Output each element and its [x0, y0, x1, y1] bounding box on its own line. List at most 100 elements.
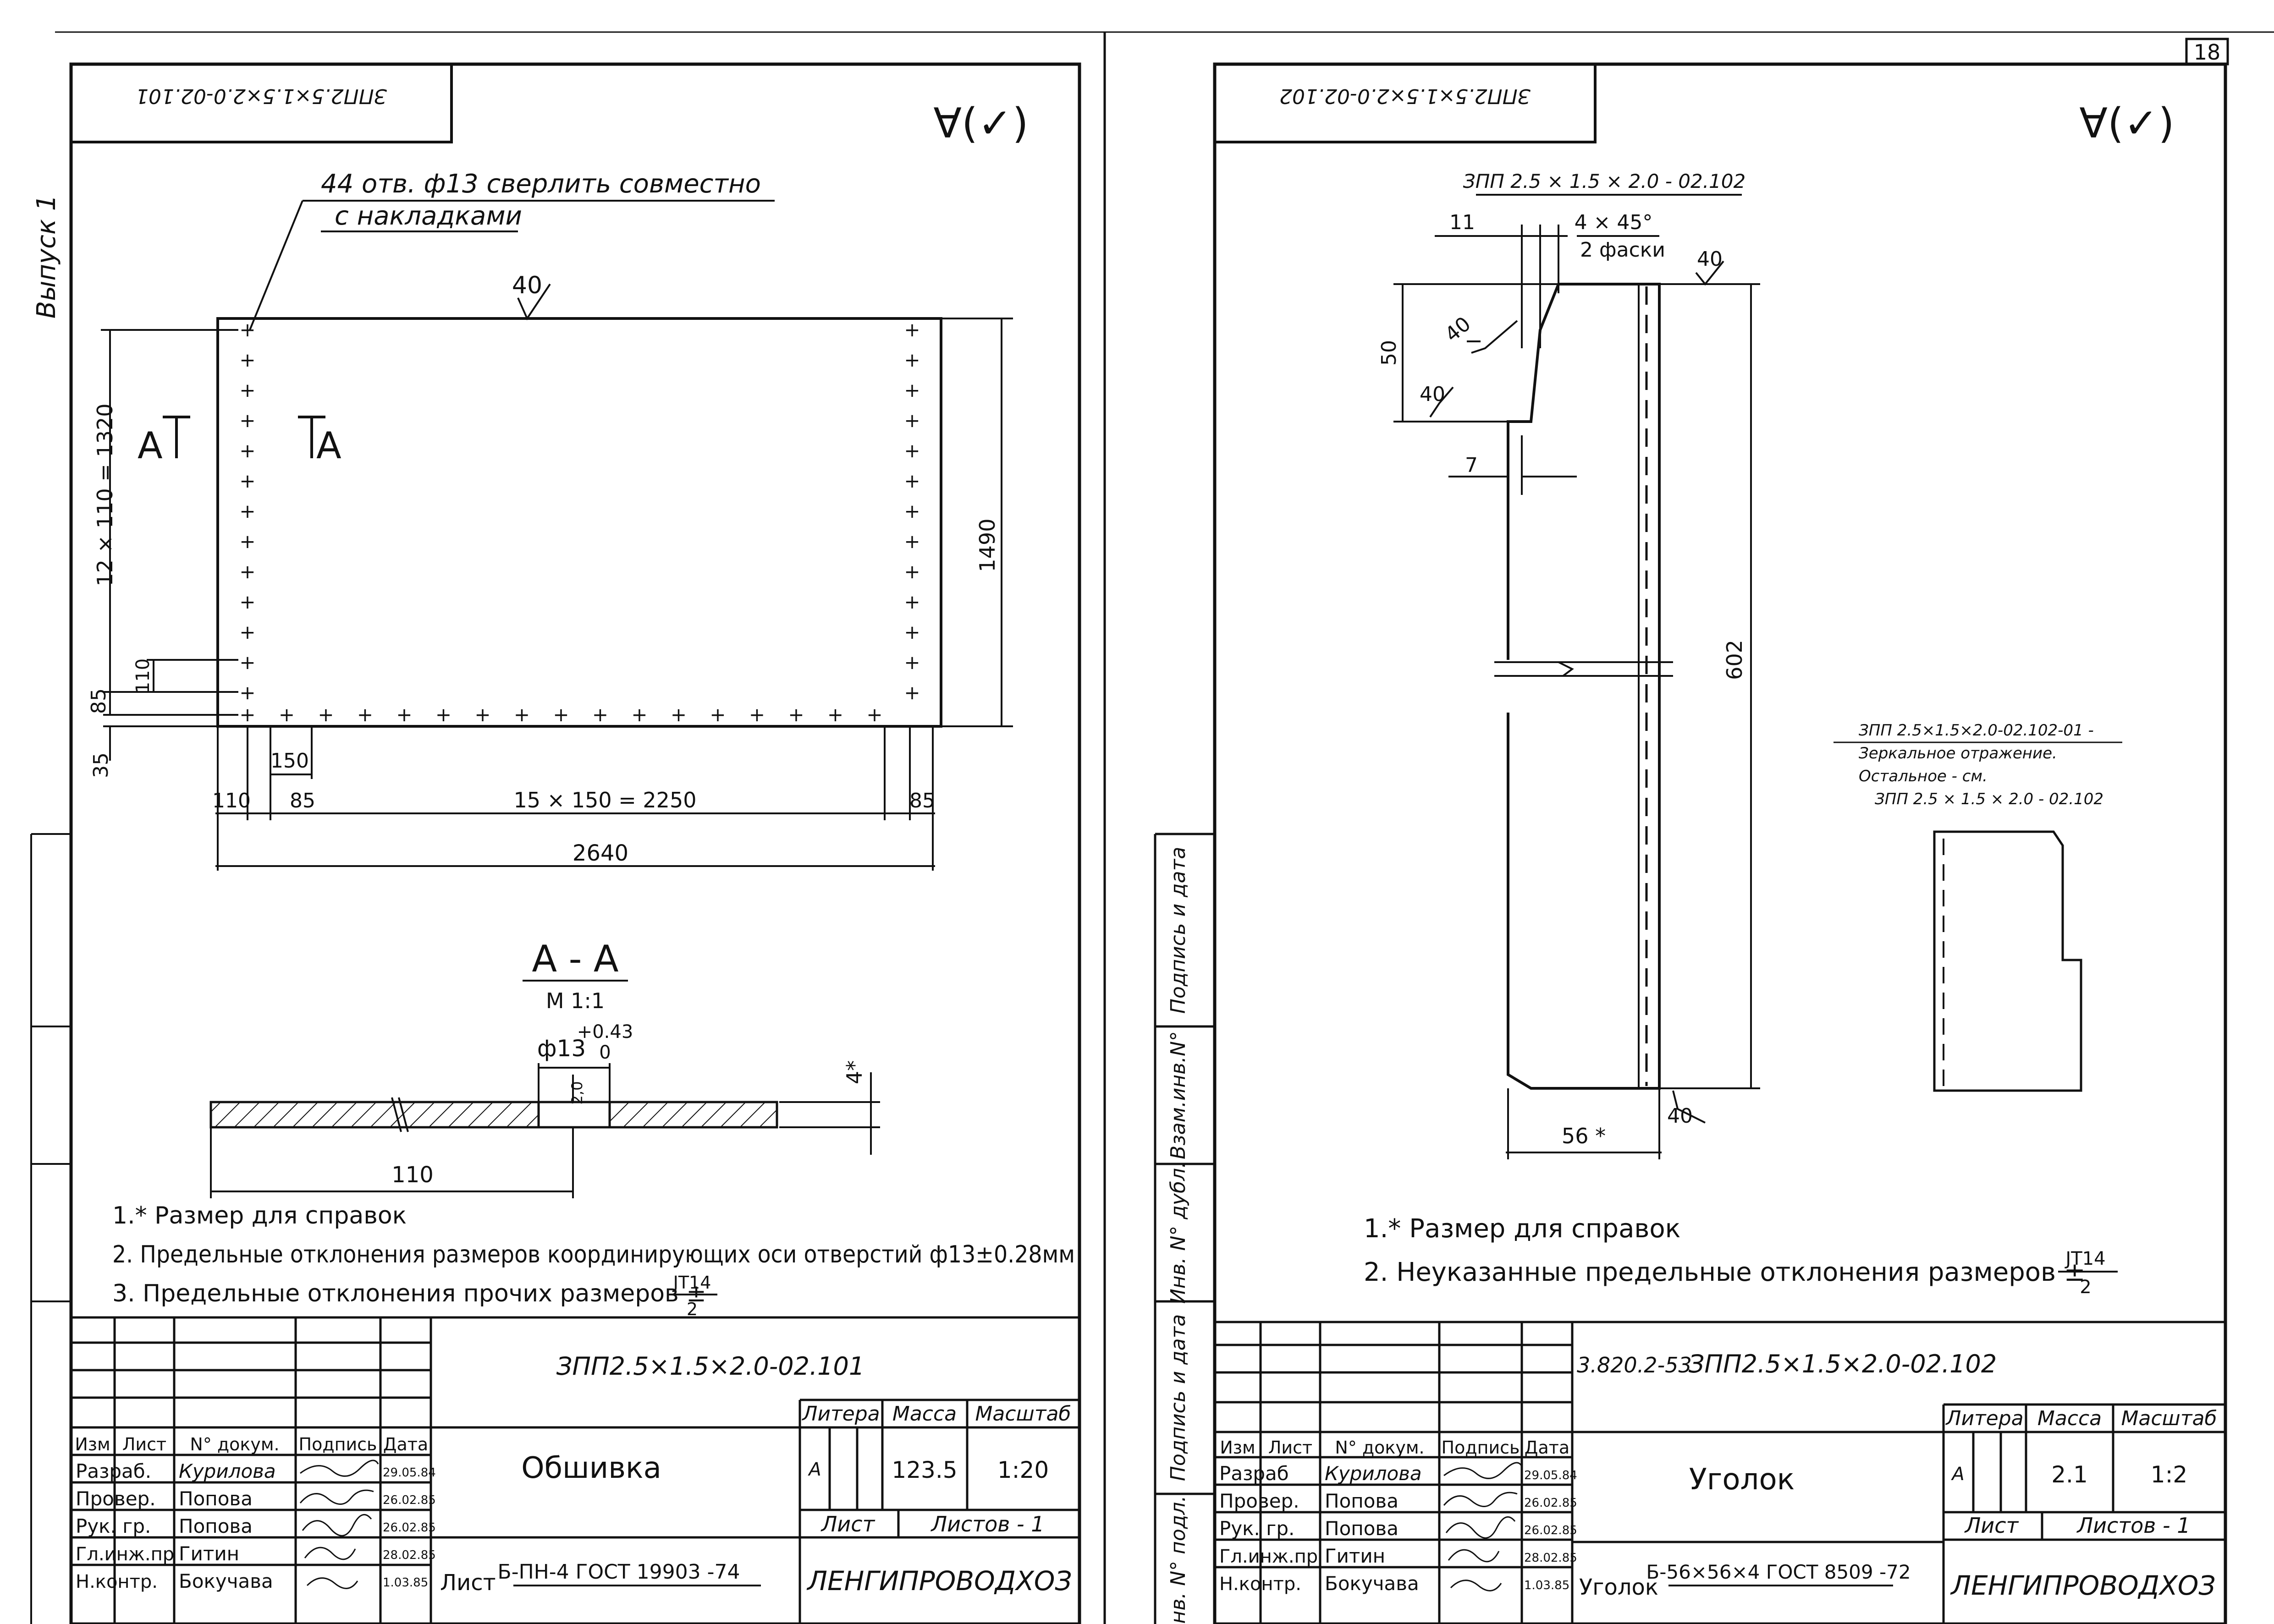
left-tb-role-1: Провер.: [76, 1487, 156, 1510]
dim-right-vertical-lines: [941, 318, 1013, 727]
left-tb-name-4: Бокучава: [179, 1570, 273, 1592]
right-signature-0: [1443, 1462, 1523, 1479]
hole-mark: +: [239, 621, 255, 643]
left-tb-scale: 1:20: [997, 1457, 1049, 1483]
mirror-note-3: Остальное - см.: [1859, 767, 1988, 785]
hole-mark: +: [866, 703, 882, 726]
left-tb-material: Б-ПН-4 ГОСТ 19903 -74: [498, 1560, 740, 1584]
right-sheet: [1154, 38, 2229, 1624]
left-note-2: 2. Предельные отклонения размеров коорди…: [112, 1241, 1075, 1268]
left-tb-litera-label: Литера: [801, 1402, 880, 1426]
left-title-texts: ЗПП2.5×1.5×2.0-02.101 Обшивка Изм Лист N…: [75, 1352, 1072, 1597]
right-signature-3: [1448, 1549, 1500, 1563]
hole-dim: ф13: [537, 1035, 586, 1062]
dim-overall: 2640: [573, 840, 628, 866]
left-roughness-symbol: ∀(✓): [933, 99, 1028, 148]
left-tb-mass-label: Масса: [892, 1402, 957, 1426]
section-arrow-right: [298, 416, 325, 458]
right-tb-name-4: Бокучава: [1325, 1572, 1419, 1595]
hole-mark: +: [710, 703, 726, 726]
chamfer-line2: 2 фаски: [1580, 238, 1665, 262]
section-arrow-left: [163, 416, 190, 458]
left-texts: ЗПП2.5×1.5×2.0-02.101 Выпуск 1 ∀(✓) 44 о…: [32, 84, 1075, 1319]
thickness-20: 2,0: [568, 1081, 586, 1105]
right-side-label-3: Подпись и дата: [1167, 1314, 1190, 1481]
right-tb-col-doc: N° докум.: [1335, 1437, 1424, 1458]
dim-85-bottom-left: 85: [290, 789, 315, 812]
left-tb-sheet-label: Лист: [820, 1512, 875, 1536]
right-stamp-box: [1213, 63, 1597, 143]
right-view-label: ЗПП 2.5 × 1.5 × 2.0 - 02.102: [1463, 170, 1745, 192]
left-tb-name-1: Попова: [179, 1487, 253, 1510]
dim-right-vertical: 1490: [975, 518, 1000, 572]
hole-mark: +: [904, 409, 920, 432]
right-tb-role-4: Н.контр.: [1219, 1574, 1301, 1595]
right-side-label-2: Инв. N° дубл.: [1167, 1162, 1190, 1304]
left-frame: [69, 62, 1081, 1624]
hole-mark: +: [904, 560, 920, 583]
right-sheet-number: 18: [2194, 40, 2221, 65]
left-stamp-box: [70, 63, 453, 143]
hole-mark: +: [435, 703, 451, 726]
right-tb-name-2: Попова: [1325, 1517, 1399, 1540]
right-tb-name-3: Гитин: [1325, 1545, 1385, 1567]
hole-mark: +: [904, 470, 920, 492]
right-signature-2: [1445, 1516, 1516, 1539]
hole-mark: +: [671, 703, 687, 726]
right-signature-1: [1443, 1492, 1518, 1507]
plate-outline: [216, 317, 942, 728]
section-strip-left: [209, 1101, 540, 1129]
dim-50: 50: [1377, 340, 1401, 366]
dim-left-vertical: 12 × 110 = 1320: [93, 404, 117, 587]
left-tb-litera: А: [807, 1459, 821, 1480]
right-tb-sheet-label: Лист: [1964, 1513, 2019, 1538]
left-tb-date-2: 26.02.85: [383, 1521, 436, 1535]
hole-mark: +: [904, 651, 920, 674]
hole-mark: +: [904, 500, 920, 522]
hole-mark: +: [239, 591, 255, 613]
right-tb-part-name: Уголок: [1689, 1463, 1795, 1497]
section-hole: [537, 1101, 611, 1129]
left-title-block: [71, 1316, 1079, 1624]
hole-mark: +: [239, 560, 255, 583]
dim-bottom-lines: [215, 726, 935, 871]
right-tb-date-3: 28.02.85: [1524, 1551, 1577, 1565]
right-tb-scale-label: Масштаб: [2121, 1407, 2217, 1430]
hole-mark: +: [553, 703, 569, 726]
left-tb-col-izm: Изм: [75, 1434, 110, 1454]
section-strip-right: [608, 1101, 778, 1129]
left-stamp-code: ЗПП2.5×1.5×2.0-02.101: [136, 84, 387, 108]
right-texts: 18 ЗПП2.5×1.5×2.0-02.102 ∀(✓) ЗПП 2.5 × …: [1167, 40, 2220, 1624]
right-title-block: [1215, 1321, 2225, 1624]
left-tb-date-1: 26.02.85: [383, 1493, 436, 1507]
right-tb-material: Б-56×56×4 ГОСТ 8509 -72: [1646, 1561, 1911, 1583]
right-tb-litera-label: Литера: [1945, 1407, 2023, 1430]
left-tb-name-2: Попова: [179, 1515, 253, 1537]
left-tb-code: ЗПП2.5×1.5×2.0-02.101: [556, 1352, 864, 1381]
dim-35-vertical: 35: [89, 752, 113, 778]
left-binding-strip: [30, 833, 71, 1624]
dim-85-vertical: 85: [87, 688, 110, 714]
left-tb-col-doc: N° докум.: [190, 1434, 279, 1454]
hole-tol-lower: 0: [599, 1042, 611, 1063]
hole-mark: +: [279, 703, 295, 726]
hole-mark: +: [239, 470, 255, 492]
left-tb-name-3: Гитин: [179, 1542, 239, 1565]
plate-roughness-top: 40: [512, 272, 542, 299]
left-signature-0: [300, 1459, 379, 1477]
right-tb-role-1: Провер.: [1219, 1490, 1299, 1512]
left-tb-col-sign: Подпись: [299, 1434, 377, 1454]
right-tol-den: 2: [2080, 1277, 2091, 1298]
mirror-profile: [1933, 830, 2082, 1092]
mirror-note-4: ЗПП 2.5 × 1.5 × 2.0 - 02.102: [1875, 790, 2103, 808]
hole-mark: +: [904, 439, 920, 462]
section-dim-lines: [210, 1063, 880, 1198]
right-tb-sheets-label: Листов - 1: [2076, 1513, 2191, 1538]
section-scale: М 1:1: [546, 988, 605, 1013]
right-tb-col-date: Дата: [1525, 1437, 1569, 1458]
section-dim-110: 110: [391, 1162, 434, 1188]
right-side-label-4: Инв. N° подл.: [1167, 1496, 1190, 1624]
hole-tol-upper: +0.43: [577, 1021, 633, 1042]
chamfer-line1: 4 × 45°: [1575, 211, 1653, 234]
mirror-note-2: Зеркальное отражение.: [1859, 744, 2057, 763]
